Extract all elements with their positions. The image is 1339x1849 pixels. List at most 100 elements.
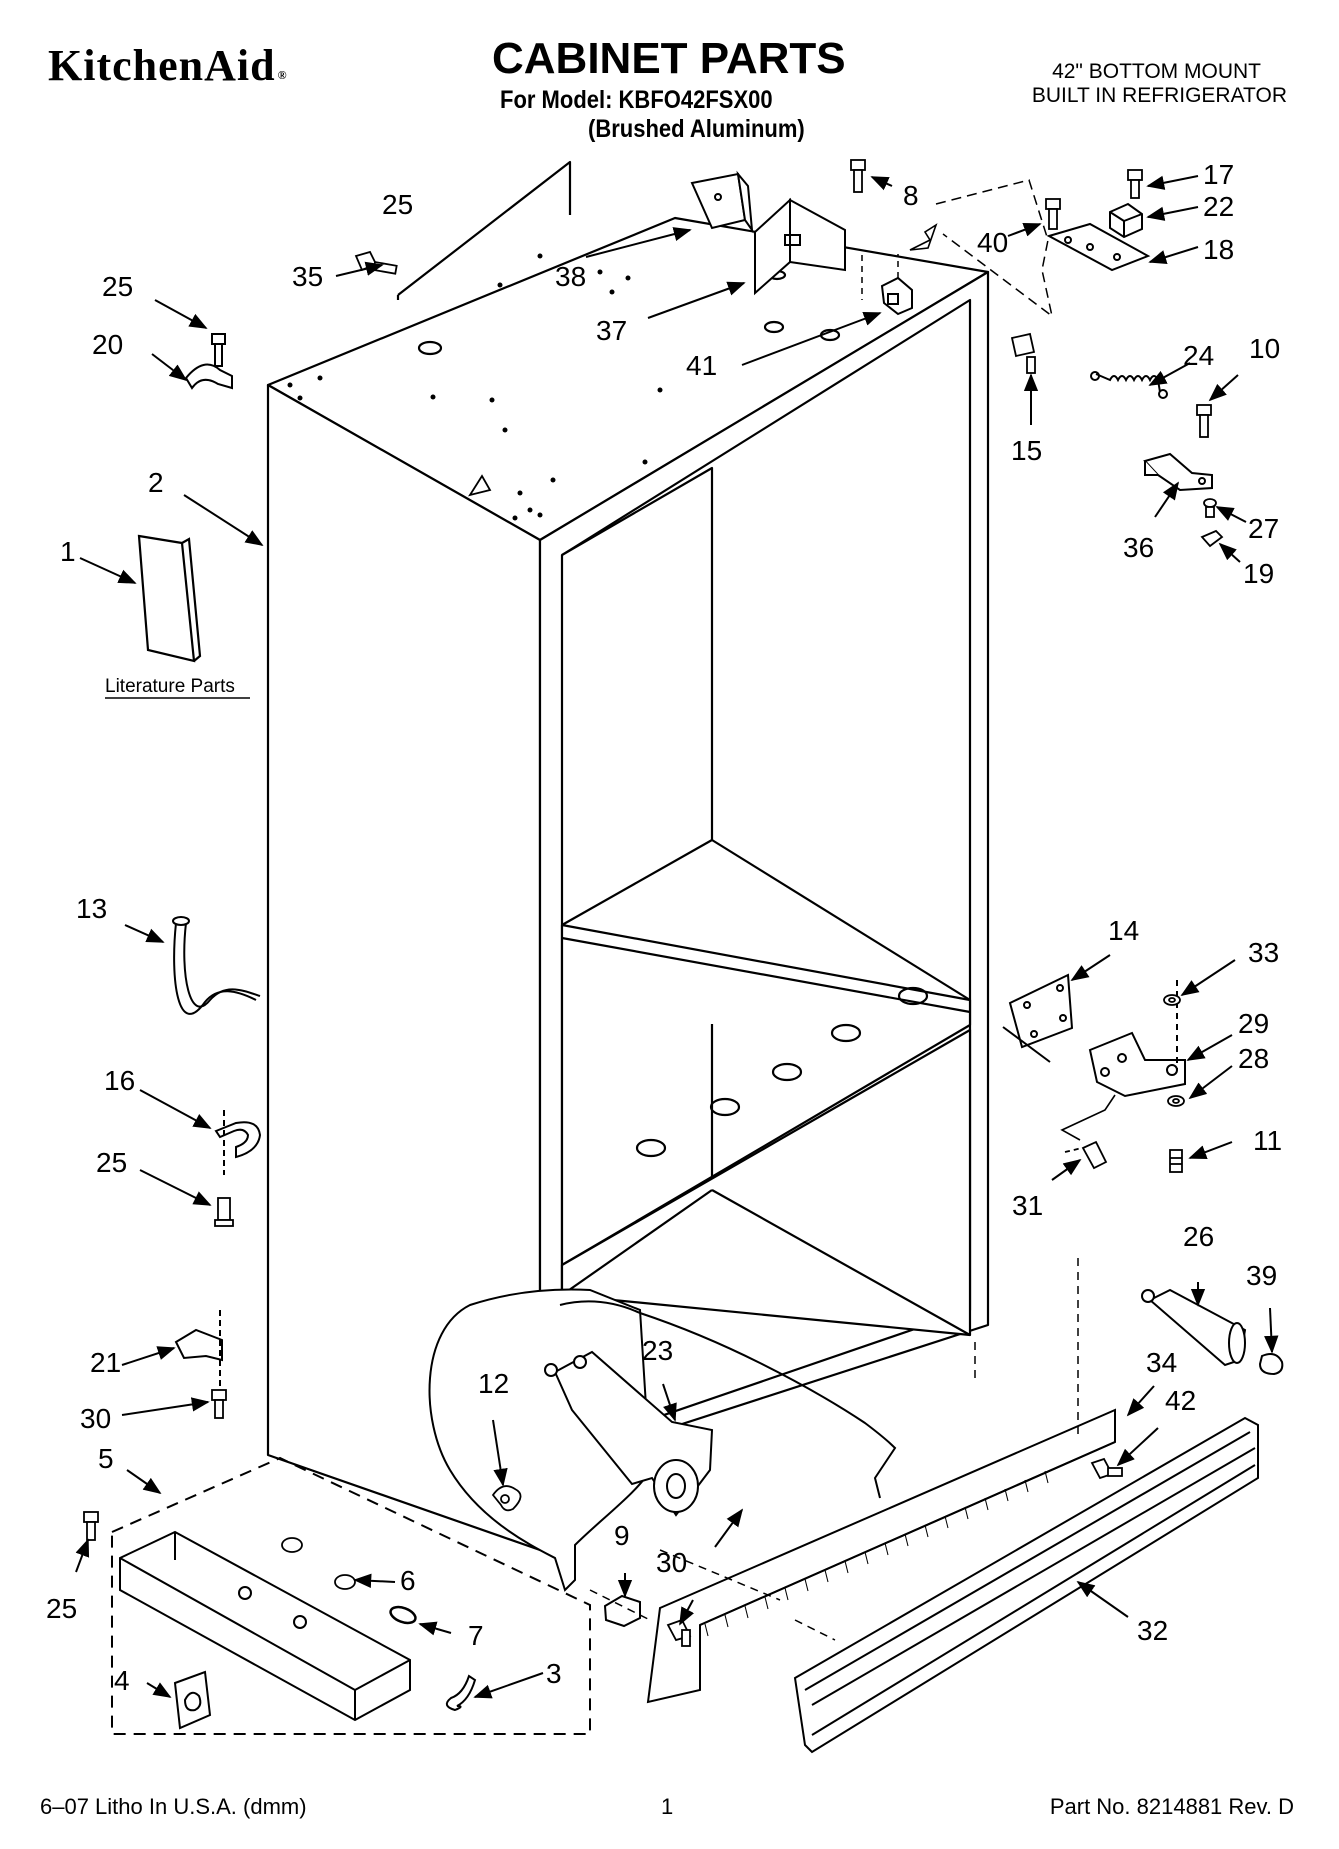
callout-10: 22 (1203, 191, 1234, 222)
callout-8: 40 (977, 227, 1008, 258)
callout-labels: 25 25 20 35 38 37 41 8 40 17 22 18 15 24… (46, 159, 1282, 1696)
drain-23-shape (544, 1350, 714, 1517)
screw-8-shape (850, 159, 866, 193)
callout-18: 2 (148, 467, 164, 498)
hinge-cap-18-shape (1046, 222, 1151, 272)
clip-21-shape (174, 1310, 223, 1390)
callout-11: 18 (1203, 234, 1234, 265)
callout-16: 27 (1248, 513, 1279, 544)
callout-28: 25 (96, 1147, 127, 1178)
cabinet-body (266, 160, 990, 1552)
callout-32: 25 (46, 1593, 77, 1624)
part-number: Part No. 8214881 Rev. D (1049, 1794, 1294, 1819)
callout-41: 26 (1183, 1221, 1214, 1252)
callout-36: 3 (546, 1658, 562, 1689)
foot-4-shape (173, 1670, 212, 1730)
clamp-20-shape (184, 333, 233, 390)
model-number: For Model: KBFO42FSX00 (500, 86, 773, 114)
callout-15: 36 (1123, 532, 1154, 563)
callout-38: 23 (642, 1335, 673, 1366)
callout-30: 30 (80, 1403, 111, 1434)
grille-34-shape (646, 1408, 1116, 1704)
part-14-shape (1002, 973, 1074, 1063)
callout-9: 17 (1203, 159, 1234, 190)
cabinet-dots (287, 253, 663, 521)
callout-42: 39 (1246, 1260, 1277, 1291)
base-assembly-outline (111, 1456, 591, 1735)
hose-3-shape (445, 1674, 477, 1712)
callout-26: 31 (1012, 1190, 1043, 1221)
block-22-shape (1109, 202, 1143, 239)
screw-11-shape (1169, 1149, 1183, 1173)
callout-4: 38 (555, 261, 586, 292)
callout-25: 11 (1253, 1125, 1282, 1156)
hinge-dashed-guide (1060, 1094, 1116, 1141)
callout-22: 33 (1248, 937, 1279, 968)
page-title: CABINET PARTS (492, 34, 846, 83)
clip-19-shape (1200, 529, 1224, 548)
callout-23: 29 (1238, 1008, 1269, 1039)
screw-40-shape (1045, 198, 1061, 230)
screw-10-shape (1196, 404, 1212, 438)
callout-13: 24 (1183, 340, 1214, 371)
callout-21: 14 (1108, 915, 1139, 946)
product-type-line1: 42" BOTTOM MOUNT (1052, 60, 1261, 83)
cabinet-top-clip (468, 474, 492, 497)
callout-34: 6 (400, 1565, 416, 1596)
callout-44: 42 (1165, 1385, 1196, 1416)
callout-19: 1 (60, 536, 76, 567)
grommet-7-shape (389, 1605, 417, 1625)
callout-35: 7 (468, 1620, 484, 1651)
brand-name: KitchenAid (48, 41, 276, 90)
valve-26-shape (1141, 1288, 1247, 1367)
model-finish: (Brushed Aluminum) (588, 115, 805, 143)
hinge-dashed-outline (935, 179, 1054, 318)
callout-31: 5 (98, 1443, 114, 1474)
literature-parts-label: Literature Parts (105, 676, 235, 697)
callout-0: 25 (102, 271, 133, 302)
registered-mark: ® (277, 68, 288, 82)
callout-43: 34 (1146, 1347, 1177, 1378)
grille-dashed-guide (794, 1258, 1079, 1641)
callout-20: 13 (76, 893, 107, 924)
screw-31-shape (1064, 1140, 1108, 1170)
callout-5: 37 (596, 315, 627, 346)
nut-27-shape (1203, 498, 1217, 518)
callout-40: 30 (656, 1547, 687, 1578)
callout-45: 32 (1137, 1615, 1168, 1646)
print-info: 6–07 Litho In U.S.A. (dmm) (40, 1794, 307, 1819)
callout-37: 12 (478, 1368, 509, 1399)
drip-edge-shape (559, 1300, 897, 1499)
callout-29: 21 (90, 1347, 121, 1378)
screw-30-left-shape (211, 1389, 227, 1419)
literature-parts-booklet (137, 534, 202, 663)
bracket-38-shape (690, 170, 754, 234)
screw-25-bottom-shape (83, 1511, 99, 1541)
clamp-16-shape (214, 1110, 262, 1175)
spring-24-shape (1090, 371, 1168, 399)
callout-7: 8 (903, 180, 919, 211)
callout-33: 4 (114, 1665, 130, 1696)
callout-14: 10 (1249, 333, 1280, 364)
callout-12: 15 (1011, 435, 1042, 466)
toe-grille-32-shape (793, 1416, 1259, 1754)
callout-27: 16 (104, 1065, 135, 1096)
bracket-37-shape (754, 197, 846, 296)
callout-17: 19 (1243, 558, 1274, 589)
callout-39: 9 (614, 1520, 630, 1551)
part-29-shape (1088, 980, 1186, 1098)
brand-logo: KitchenAid® (48, 40, 288, 91)
screw-15-shape (1010, 332, 1036, 374)
callout-2: 20 (92, 329, 123, 360)
screw-25-lower-shape (214, 1197, 234, 1227)
clip-12-shape (491, 1485, 522, 1512)
base-frame-shape (119, 1530, 411, 1722)
bottom-dashed-guide (589, 1342, 976, 1621)
washer-28-shape (1167, 1095, 1185, 1107)
top-dashed-guide (861, 254, 899, 300)
clip-9-shape (603, 1594, 641, 1628)
callout-1: 25 (382, 189, 413, 220)
washer-33-shape (1163, 994, 1181, 1006)
